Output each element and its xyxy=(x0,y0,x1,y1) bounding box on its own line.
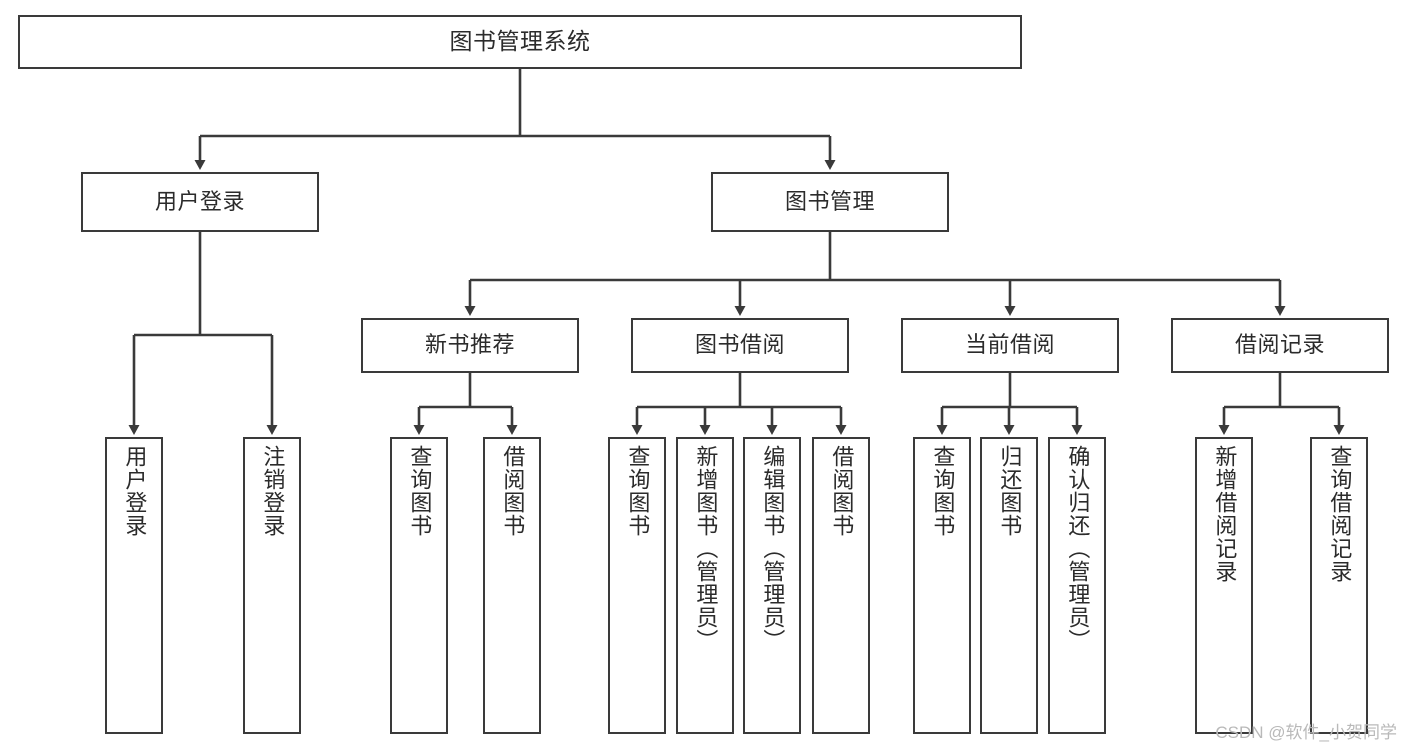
watermark: CSDN @软件_小贺同学 xyxy=(1215,723,1397,742)
node-new-book-recommend[interactable]: 新书推荐 xyxy=(361,318,579,373)
node-leaf-add-record-label: 新增借阅记录 xyxy=(1212,445,1238,583)
node-leaf-query-book-1[interactable]: 查询图书 xyxy=(390,437,448,734)
node-leaf-query-book-3[interactable]: 查询图书 xyxy=(913,437,971,734)
node-leaf-query-record-label: 查询借阅记录 xyxy=(1327,445,1353,583)
node-root[interactable]: 图书管理系统 xyxy=(18,15,1022,69)
node-leaf-edit-book-label: 编辑图书（管理员） xyxy=(760,445,786,652)
node-user-login-label: 用户登录 xyxy=(154,188,245,214)
node-leaf-return-book-label: 归还图书 xyxy=(997,445,1023,537)
node-leaf-borrow-book-2-label: 借阅图书 xyxy=(829,445,855,537)
node-leaf-borrow-book-1[interactable]: 借阅图书 xyxy=(483,437,541,734)
node-leaf-query-record[interactable]: 查询借阅记录 xyxy=(1310,437,1368,734)
node-leaf-borrow-book-1-label: 借阅图书 xyxy=(500,445,526,537)
node-leaf-query-book-2-label: 查询图书 xyxy=(625,445,651,537)
node-leaf-return-book[interactable]: 归还图书 xyxy=(980,437,1038,734)
node-leaf-logout-label: 注销登录 xyxy=(260,445,286,537)
node-borrow-record-label: 借阅记录 xyxy=(1234,332,1325,358)
node-book-borrow[interactable]: 图书借阅 xyxy=(631,318,849,373)
node-leaf-confirm-return-label: 确认归还（管理员） xyxy=(1065,445,1091,652)
node-leaf-query-book-1-label: 查询图书 xyxy=(407,445,433,537)
node-borrow-record[interactable]: 借阅记录 xyxy=(1171,318,1389,373)
node-book-manage-label: 图书管理 xyxy=(784,188,875,214)
node-root-label: 图书管理系统 xyxy=(449,28,591,55)
node-leaf-add-book-label: 新增图书（管理员） xyxy=(693,445,719,652)
node-leaf-user-login-label: 用户登录 xyxy=(122,445,148,537)
node-leaf-borrow-book-2[interactable]: 借阅图书 xyxy=(812,437,870,734)
node-leaf-add-book[interactable]: 新增图书（管理员） xyxy=(676,437,734,734)
node-leaf-query-book-2[interactable]: 查询图书 xyxy=(608,437,666,734)
node-new-book-recommend-label: 新书推荐 xyxy=(424,332,515,358)
node-leaf-logout[interactable]: 注销登录 xyxy=(243,437,301,734)
node-book-borrow-label: 图书借阅 xyxy=(694,332,785,358)
node-leaf-user-login[interactable]: 用户登录 xyxy=(105,437,163,734)
node-book-manage[interactable]: 图书管理 xyxy=(711,172,949,232)
node-leaf-query-book-3-label: 查询图书 xyxy=(930,445,956,537)
node-current-borrow-label: 当前借阅 xyxy=(964,332,1055,358)
node-current-borrow[interactable]: 当前借阅 xyxy=(901,318,1119,373)
node-leaf-edit-book[interactable]: 编辑图书（管理员） xyxy=(743,437,801,734)
node-user-login[interactable]: 用户登录 xyxy=(81,172,319,232)
node-leaf-confirm-return[interactable]: 确认归还（管理员） xyxy=(1048,437,1106,734)
node-leaf-add-record[interactable]: 新增借阅记录 xyxy=(1195,437,1253,734)
